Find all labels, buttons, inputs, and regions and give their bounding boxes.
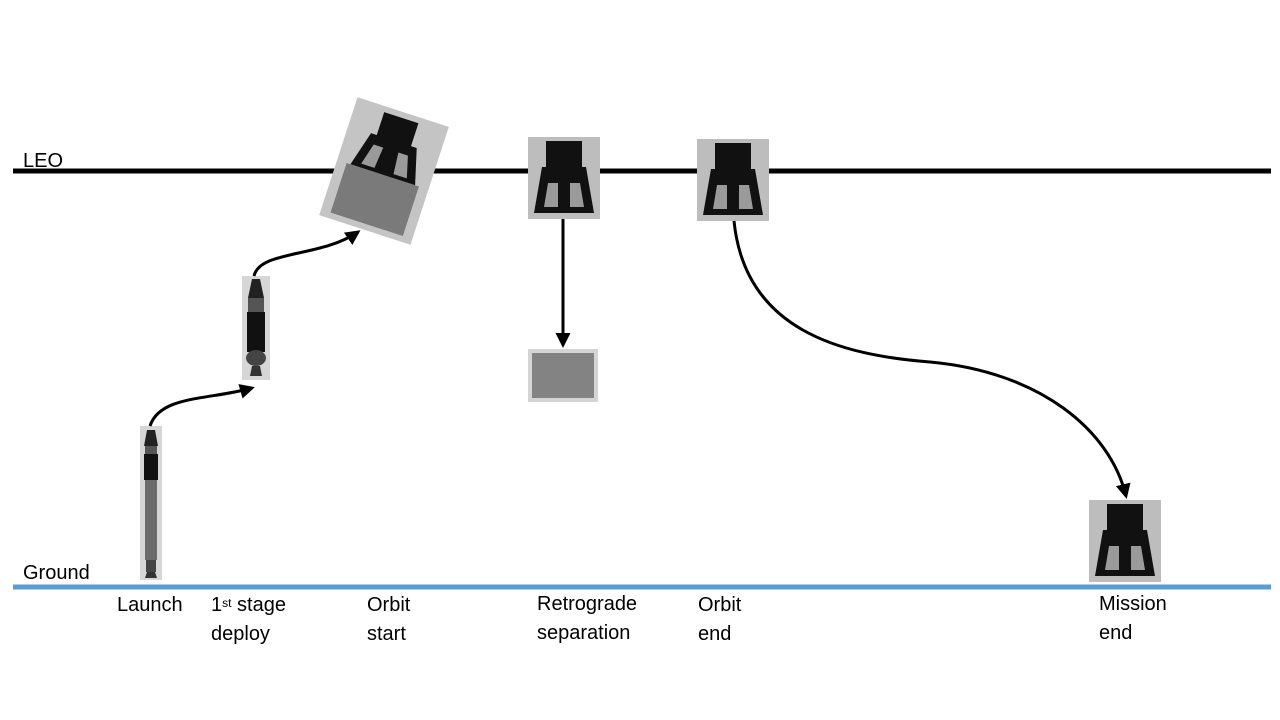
- stage-label-line1: Mission: [1099, 593, 1167, 615]
- stage-label-line1: Orbit: [367, 594, 411, 616]
- stage-label-launch: Launch: [117, 591, 277, 620]
- leo-label: LEO: [23, 150, 64, 172]
- rocket-full-icon: [140, 426, 162, 580]
- stage-label-line1: Orbit: [698, 594, 742, 616]
- stage-label-mission-end: Mission end: [1099, 590, 1259, 648]
- capsule-icon: [697, 139, 769, 221]
- capsule-icon: [1089, 500, 1161, 582]
- stage-label-orbit-end: Orbit end: [698, 591, 858, 649]
- capsule-icon: [528, 137, 600, 219]
- stage-label-retrograde: Retrograde separation: [537, 590, 697, 648]
- stage-label-line1: Retrograde: [537, 593, 638, 615]
- ground-label: Ground: [23, 562, 90, 584]
- arrow-stage-to-orbit: [252, 230, 361, 277]
- arrow-reentry: [732, 220, 1131, 499]
- stage-label-line1: Launch: [117, 594, 183, 616]
- retrograde-module-icon: [528, 349, 598, 402]
- stage-label-line2: deploy: [211, 623, 270, 645]
- stage-label-line1: 1st stage: [211, 594, 286, 616]
- stage-label-line2: end: [1099, 622, 1133, 644]
- stage-label-first-stage: 1st stage deploy: [211, 591, 371, 649]
- stage-label-line2: end: [698, 623, 732, 645]
- spacecraft-with-module-icon: [319, 97, 449, 245]
- stage-label-line2: separation: [537, 622, 631, 644]
- stage-label-orbit-start: Orbit start: [367, 591, 527, 649]
- stage-label-line2: start: [367, 623, 406, 645]
- arrow-launch-to-stage: [148, 384, 255, 427]
- rocket-upper-stage-icon: [242, 276, 270, 380]
